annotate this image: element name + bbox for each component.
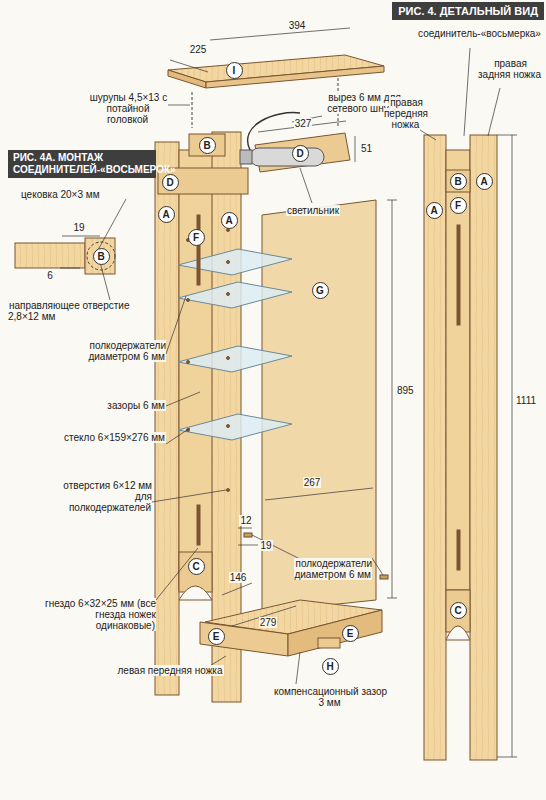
annotation-text: 279 <box>259 617 278 628</box>
callout-letter: D <box>166 177 173 188</box>
part-letter: B <box>93 248 110 265</box>
annotation-text: 1111 <box>515 395 537 406</box>
callout-letter: C <box>454 605 461 616</box>
annotation: правая передняя ножка <box>382 97 430 130</box>
annotation-text: 267 <box>303 477 322 488</box>
callout-letter: A <box>480 176 487 187</box>
annotation: стекло 6×159×276 мм <box>52 432 166 443</box>
annotation-text: 394 <box>288 20 307 31</box>
annotation: компенсационный зазор 3 мм <box>270 686 390 708</box>
part-letter: I <box>226 62 243 79</box>
part-letter: A <box>158 206 175 223</box>
callout-letter: F <box>193 232 199 243</box>
callout-letter: B <box>203 140 210 151</box>
callout-letter: H <box>326 661 333 672</box>
part-letter: E <box>342 625 359 642</box>
annotation-text: отверстия 6×12 мм для полкодержателей <box>62 480 152 513</box>
part-letter: E <box>208 628 225 645</box>
callout-letter: A <box>225 215 232 226</box>
callout-letter: A <box>162 209 169 220</box>
part-letter: B <box>450 173 467 190</box>
annotation: 267 <box>300 477 324 488</box>
annotation: 394 <box>282 20 312 31</box>
annotation: 1111 <box>515 395 543 406</box>
part-letter: A <box>221 212 238 229</box>
annotation-text: цековка 20×3 мм <box>20 189 101 200</box>
annotation-text: 225 <box>189 44 208 55</box>
annotation-text: 51 <box>360 143 373 154</box>
annotation-text: зазоры 6 мм <box>106 400 166 411</box>
callout-letter: C <box>192 561 199 572</box>
annotation: 895 <box>396 385 422 396</box>
annotation: светильник <box>282 205 344 216</box>
annotation: отверстия 6×12 мм для полкодержателей <box>50 480 152 513</box>
heading-band: РИС. 4А. МОНТАЖ СОЕДИНИТЕЛЕЙ-«ВОСЬМЕРОК» <box>8 150 156 178</box>
annotation: 19 <box>258 540 274 551</box>
annotation-text: полкодержатели диаметром 6 мм <box>88 340 166 362</box>
annotation-text: полкодержатели диаметром 6 мм <box>294 558 372 580</box>
annotation: 12 <box>238 515 254 526</box>
callout-letter: F <box>455 200 461 211</box>
annotation: 146 <box>226 572 250 583</box>
callout-letter: E <box>213 631 220 642</box>
callout-letter: B <box>454 176 461 187</box>
annotation: зазоры 6 мм <box>80 400 166 411</box>
annotation: соединитель-«восьмерка» <box>416 28 543 39</box>
callout-letter: D <box>296 148 303 159</box>
callout-letter: G <box>316 285 324 296</box>
figure-title: РИС. 4. ДЕТАЛЬНЫЙ ВИД <box>392 2 544 20</box>
callout-letter: I <box>233 65 236 76</box>
part-letter: C <box>188 558 205 575</box>
annotation-text: правая задняя ножка <box>478 58 542 80</box>
callout-letter: B <box>97 251 104 262</box>
annotation-text: гнездо 6×32×25 мм (все гнезда ножек один… <box>44 598 156 631</box>
part-letter: H <box>322 658 339 675</box>
annotation-text: светильник <box>286 205 340 216</box>
annotation: направляющее отверстие 2,8×12 мм <box>8 300 138 322</box>
annotation-text: 19 <box>72 222 85 233</box>
annotation-text: 6 <box>46 270 54 281</box>
annotation: 327 <box>290 118 316 129</box>
annotation-text: направляющее отверстие 2,8×12 мм <box>8 300 129 322</box>
part-letter: G <box>312 282 329 299</box>
annotation: полкодержатели диаметром 6 мм <box>264 558 372 580</box>
annotation-text: 895 <box>396 385 415 396</box>
annotation-text: стекло 6×159×276 мм <box>63 432 166 443</box>
part-letter: A <box>426 202 443 219</box>
part-letter: F <box>188 229 205 246</box>
annotation: цековка 20×3 мм <box>20 189 126 200</box>
callout-letter: A <box>430 205 437 216</box>
annotation: правая задняя ножка <box>478 58 542 80</box>
annotation-text: шурупы 4,5×13 с потайной головкой <box>89 92 167 125</box>
annotation: полкодержатели диаметром 6 мм <box>60 340 166 362</box>
annotation-text: 146 <box>229 572 248 583</box>
annotation-text: компенсационный зазор 3 мм <box>273 686 387 708</box>
annotation: 225 <box>186 44 210 55</box>
annotation: гнездо 6×32×25 мм (все гнезда ножек один… <box>44 598 156 631</box>
part-letter: D <box>162 174 179 191</box>
annotation: 51 <box>360 143 378 154</box>
heading-text: РИС. 4А. МОНТАЖ СОЕДИНИТЕЛЕЙ-«ВОСЬМЕРОК» <box>13 152 176 175</box>
part-letter: D <box>292 145 309 162</box>
annotation: 279 <box>256 617 280 628</box>
annotation-text: 19 <box>259 540 272 551</box>
annotation: 6 <box>44 270 56 281</box>
part-letter: B <box>199 137 216 154</box>
annotation-text: 327 <box>294 118 313 129</box>
part-letter: A <box>476 173 493 190</box>
annotation-text: 12 <box>239 515 252 526</box>
annotation: левая передняя ножка <box>110 665 230 676</box>
annotation: шурупы 4,5×13 с потайной головкой <box>88 92 168 125</box>
part-letter: C <box>450 602 467 619</box>
callout-letter: E <box>347 628 354 639</box>
part-letter: F <box>450 197 467 214</box>
annotation-text: соединитель-«восьмерка» <box>417 28 542 39</box>
annotation-text: правая передняя ножка <box>384 97 428 130</box>
annotation: 19 <box>70 222 88 233</box>
annotation-text: левая передняя ножка <box>116 665 223 676</box>
